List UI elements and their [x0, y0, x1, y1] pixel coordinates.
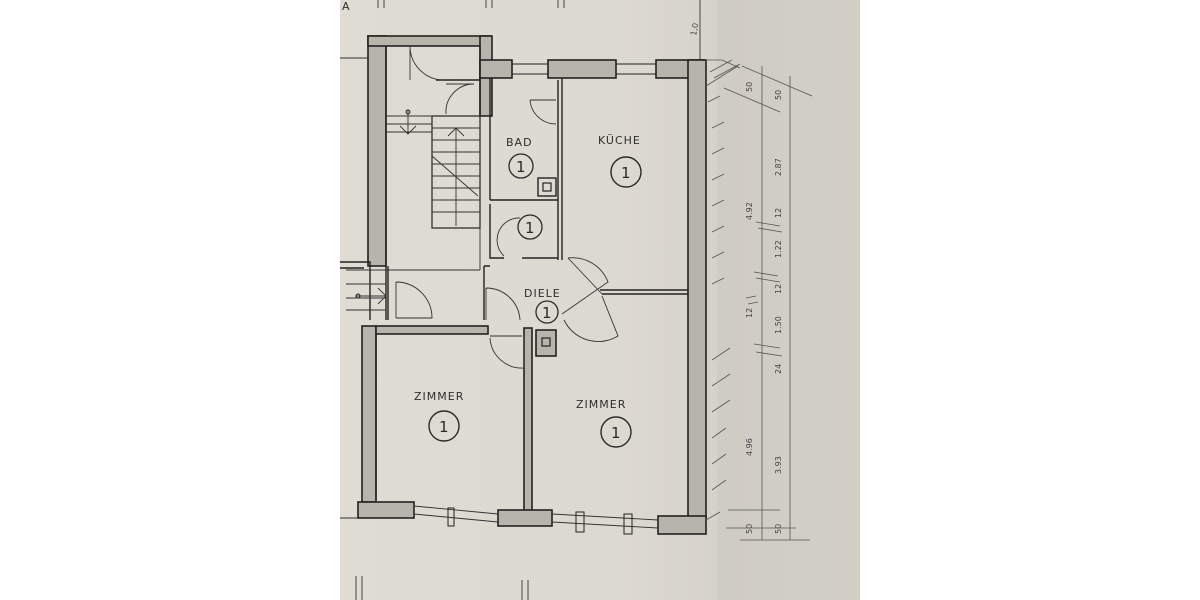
dim-inner-12a: 12	[774, 208, 783, 218]
floor-plan-sheet: A 1,0	[340, 0, 860, 600]
bottom-windows	[413, 505, 659, 535]
staircase	[346, 109, 481, 311]
room-kueche: KÜCHE 1	[598, 134, 642, 188]
dim-outer-wall: 12	[745, 308, 754, 318]
room-label: KÜCHE	[598, 134, 641, 147]
dim-inner-bottom: 50	[774, 524, 783, 534]
top-partial-dimension: 1,0	[689, 22, 700, 36]
dim-outer-bottom: 50	[745, 524, 754, 534]
room-number: 1	[542, 304, 552, 322]
dim-inner-1-50: 1.50	[774, 316, 783, 334]
room-label: ZIMMER	[576, 398, 626, 411]
dim-inner-2-87: 2.87	[774, 158, 783, 176]
dimension-chain: 50 4.92 12 4.96 50 50 2.87 12 1.22 12 1.…	[705, 59, 813, 541]
dim-outer-top: 50	[745, 82, 754, 92]
room-wc: 1	[517, 214, 543, 240]
floor-plan-drawing: A 1,0	[340, 0, 813, 600]
room-label: ZIMMER	[414, 390, 464, 403]
room-number: 1	[439, 418, 449, 436]
room-bad: BAD 1	[506, 136, 534, 179]
dim-outer-kueche: 4.92	[745, 202, 754, 220]
corner-label: A	[342, 0, 351, 13]
dim-inner-3-93: 3.93	[774, 456, 783, 474]
room-number: 1	[525, 219, 535, 237]
dim-inner-24: 24	[774, 364, 783, 374]
bottom-tick-marks	[355, 576, 529, 600]
dim-inner-12b: 12	[774, 284, 783, 294]
dim-inner-1-22: 1.22	[774, 240, 783, 258]
dim-inner-top: 50	[774, 90, 783, 100]
top-tick-marks	[377, 0, 701, 60]
room-diele: DIELE 1	[524, 287, 561, 324]
room-zimmer-right: ZIMMER 1	[576, 398, 632, 448]
dim-outer-zimmer: 4.96	[745, 438, 754, 456]
room-zimmer-left: ZIMMER 1	[414, 390, 464, 442]
room-number: 1	[611, 424, 621, 442]
room-label: BAD	[506, 136, 533, 149]
doors	[395, 45, 619, 369]
room-label: DIELE	[524, 287, 561, 300]
room-number: 1	[516, 158, 526, 176]
room-number: 1	[621, 164, 631, 182]
interior-walls	[340, 46, 688, 500]
